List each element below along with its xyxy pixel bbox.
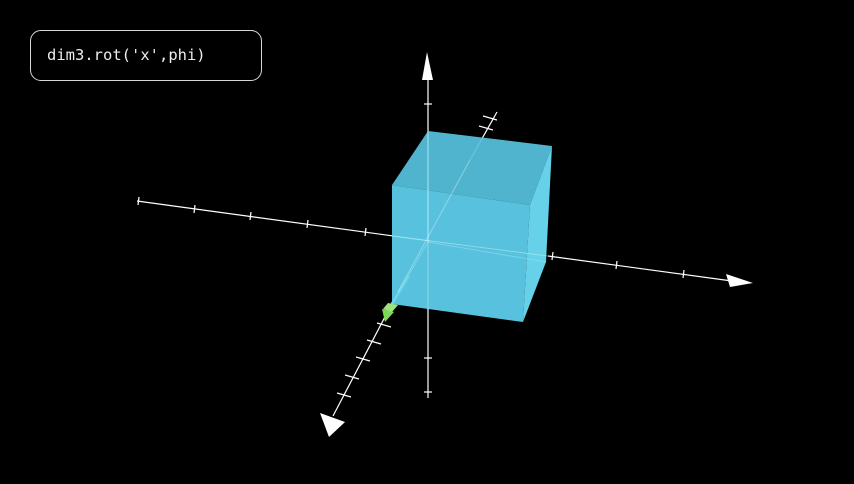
z-axis-arrowhead [320,413,345,437]
x-axis-arrowhead [726,274,753,287]
x-axis-line-left [136,200,431,242]
cube-top-face [392,131,552,205]
x-axis [136,196,733,282]
cube-right-face [523,146,552,322]
x-axis-line-right [547,255,733,282]
code-label: dim3.rot('x',phi) [30,30,262,81]
cube [391,131,552,322]
cube-front-face [392,185,530,322]
y-axis-arrowhead [422,52,433,80]
